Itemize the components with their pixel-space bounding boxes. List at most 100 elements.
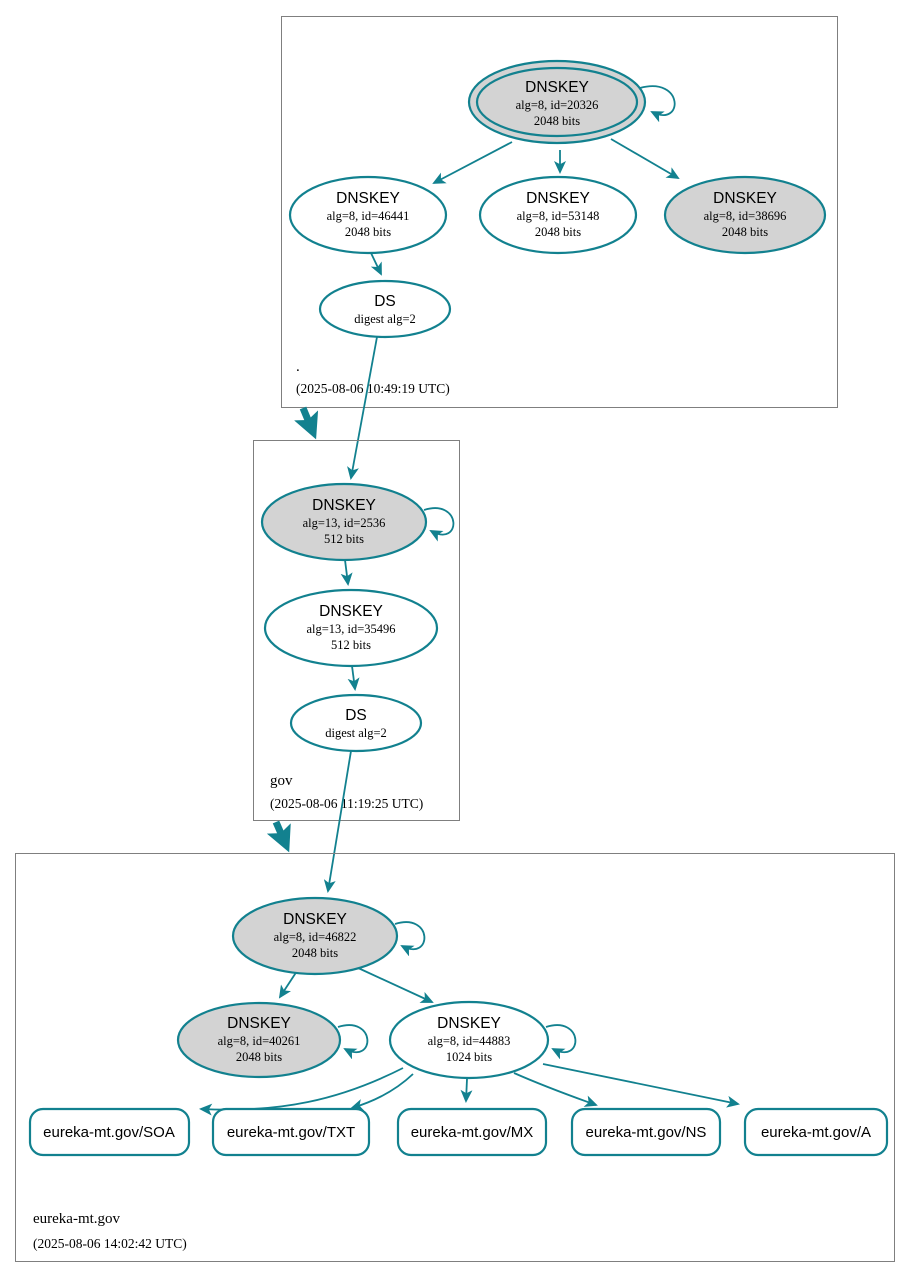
ds-root-title: DS xyxy=(374,293,396,310)
edge-key46441-to-root-ds xyxy=(370,252,382,276)
dnskey-38696-detail2: 2048 bits xyxy=(722,225,768,239)
edge-gov-ds-to-eureka-ksk xyxy=(323,750,352,893)
dnskey-40261-ellipse xyxy=(176,1001,342,1079)
dnskey-53148-ellipse xyxy=(478,175,638,255)
rrset-ns-box xyxy=(570,1107,722,1157)
dnskey-46822-detail1: alg=8, id=46822 xyxy=(274,930,357,944)
dnskey-46441-ellipse xyxy=(288,175,448,255)
dnskey-53148-detail1: alg=8, id=53148 xyxy=(517,209,600,223)
dnskey-node-46822: DNSKEY alg=8, id=46822 2048 bits xyxy=(231,896,399,976)
dnskey-node-2536: DNSKEY alg=13, id=2536 512 bits xyxy=(260,482,428,562)
rrset-txt-box xyxy=(211,1107,371,1157)
zone-transition-arrow-gov-to-eureka xyxy=(266,820,291,853)
zone-gov-timestamp: (2025-08-06 11:19:25 UTC) xyxy=(270,796,423,811)
dnskey-46441-detail2: 2048 bits xyxy=(345,225,391,239)
edge-eureka-ksk-to-zsk44883 xyxy=(355,966,434,1003)
dnskey-node-46441: DNSKEY alg=8, id=46441 2048 bits xyxy=(288,175,448,255)
edge-zsk44883-to-a xyxy=(542,1063,740,1108)
edge-root-ksk-to-key38696 xyxy=(610,138,680,180)
dnskey-2536-title: DNSKEY xyxy=(312,497,376,514)
self-loop-zsk44883 xyxy=(545,1024,577,1060)
zone-eureka-border xyxy=(15,853,895,1262)
dnskey-46822-title: DNSKEY xyxy=(283,911,347,928)
ds-node-root: DS digest alg=2 xyxy=(318,279,452,339)
dnskey-node-35496: DNSKEY alg=13, id=35496 512 bits xyxy=(263,588,439,668)
edge-root-ds-to-gov-ksk xyxy=(347,336,378,480)
zone-eureka-name: eureka-mt.gov xyxy=(33,1211,121,1227)
zone-eureka-timestamp: (2025-08-06 14:02:42 UTC) xyxy=(33,1236,187,1251)
dnskey-40261-title: DNSKEY xyxy=(227,1015,291,1032)
dnskey-2536-ellipse xyxy=(260,482,428,562)
dnskey-35496-detail1: alg=13, id=35496 xyxy=(306,622,395,636)
edge-zsk44883-to-ns xyxy=(513,1072,598,1107)
dnskey-46822-detail2: 2048 bits xyxy=(292,946,338,960)
rrset-ns: eureka-mt.gov/NS xyxy=(570,1107,722,1157)
dnskey-46822-ellipse xyxy=(231,896,399,976)
rrset-mx: eureka-mt.gov/MX xyxy=(396,1107,548,1157)
zone-transition-arrow-root-to-gov xyxy=(294,406,319,440)
edge-eureka-ksk-to-key40261 xyxy=(278,970,298,999)
zone-gov-name: gov xyxy=(270,773,293,789)
dnskey-40261-detail2: 2048 bits xyxy=(236,1050,282,1064)
self-loop-root-ksk xyxy=(639,85,676,123)
dnskey-20326-title: DNSKEY xyxy=(525,79,589,96)
dnskey-20326-inner-ellipse xyxy=(475,66,639,138)
dnskey-40261-detail1: alg=8, id=40261 xyxy=(218,1034,301,1048)
zone-gov-border xyxy=(253,440,460,821)
dnskey-20326-outer-ellipse xyxy=(467,59,647,145)
ds-node-gov: DS digest alg=2 xyxy=(289,693,423,753)
rrset-a-label: eureka-mt.gov/A xyxy=(761,1124,871,1141)
zone-eureka-mt-gov: DNSKEY alg=8, id=46822 2048 bits DNSKEY … xyxy=(15,853,895,1262)
ds-gov-title: DS xyxy=(345,707,367,724)
dnskey-44883-title: DNSKEY xyxy=(437,1015,501,1032)
dnskey-44883-ellipse xyxy=(388,1000,550,1080)
rrset-soa-label: eureka-mt.gov/SOA xyxy=(43,1124,175,1141)
dnskey-38696-detail1: alg=8, id=38696 xyxy=(704,209,787,223)
edge-zsk44883-to-txt xyxy=(350,1073,414,1111)
dnskey-2536-detail2: 512 bits xyxy=(324,532,364,546)
ds-root-detail: digest alg=2 xyxy=(354,312,416,326)
dnskey-38696-title: DNSKEY xyxy=(713,190,777,207)
self-loop-gov-ksk xyxy=(423,507,455,542)
dnskey-35496-title: DNSKEY xyxy=(319,603,383,620)
ds-gov-ellipse xyxy=(289,693,423,753)
self-loop-key40261 xyxy=(337,1024,369,1060)
edge-zsk44883-to-mx xyxy=(460,1078,473,1103)
zone-root-timestamp: (2025-08-06 10:49:19 UTC) xyxy=(296,381,450,396)
dnskey-44883-detail2: 1024 bits xyxy=(446,1050,492,1064)
ds-gov-detail: digest alg=2 xyxy=(325,726,387,740)
dnskey-46441-title: DNSKEY xyxy=(336,190,400,207)
rrset-mx-box xyxy=(396,1107,548,1157)
dnskey-38696-ellipse xyxy=(663,175,827,255)
dnskey-node-38696: DNSKEY alg=8, id=38696 2048 bits xyxy=(663,175,827,255)
edge-gov-zsk-to-ds xyxy=(347,665,360,691)
zone-gov: DNSKEY alg=13, id=2536 512 bits DNSKEY a… xyxy=(253,440,460,821)
rrset-txt-label: eureka-mt.gov/TXT xyxy=(227,1124,355,1141)
dnskey-node-44883: DNSKEY alg=8, id=44883 1024 bits xyxy=(388,1000,550,1080)
dnskey-node-20326: DNSKEY alg=8, id=20326 2048 bits xyxy=(467,59,647,145)
rrset-soa-box xyxy=(28,1107,191,1157)
dnskey-53148-detail2: 2048 bits xyxy=(535,225,581,239)
rrset-a: eureka-mt.gov/A xyxy=(743,1107,889,1157)
edge-root-ksk-to-key46441 xyxy=(432,141,513,184)
dnskey-53148-title: DNSKEY xyxy=(526,190,590,207)
edge-gov-ksk-to-zsk xyxy=(340,559,353,586)
dnskey-44883-detail1: alg=8, id=44883 xyxy=(428,1034,511,1048)
dnskey-2536-detail1: alg=13, id=2536 xyxy=(303,516,386,530)
zone-root-name: . xyxy=(296,359,300,375)
self-loop-eureka-ksk xyxy=(394,921,426,957)
rrset-a-box xyxy=(743,1107,889,1157)
dnskey-node-53148: DNSKEY alg=8, id=53148 2048 bits xyxy=(478,175,638,255)
dnskey-35496-detail2: 512 bits xyxy=(331,638,371,652)
ds-root-ellipse xyxy=(318,279,452,339)
dnskey-node-40261: DNSKEY alg=8, id=40261 2048 bits xyxy=(176,1001,342,1079)
rrset-txt: eureka-mt.gov/TXT xyxy=(211,1107,371,1157)
rrset-ns-label: eureka-mt.gov/NS xyxy=(586,1124,707,1141)
rrset-soa: eureka-mt.gov/SOA xyxy=(28,1107,191,1157)
dnskey-35496-ellipse xyxy=(263,588,439,668)
zone-root-border xyxy=(281,16,838,408)
dnskey-20326-detail1: alg=8, id=20326 xyxy=(516,98,599,112)
dnskey-46441-detail1: alg=8, id=46441 xyxy=(327,209,410,223)
